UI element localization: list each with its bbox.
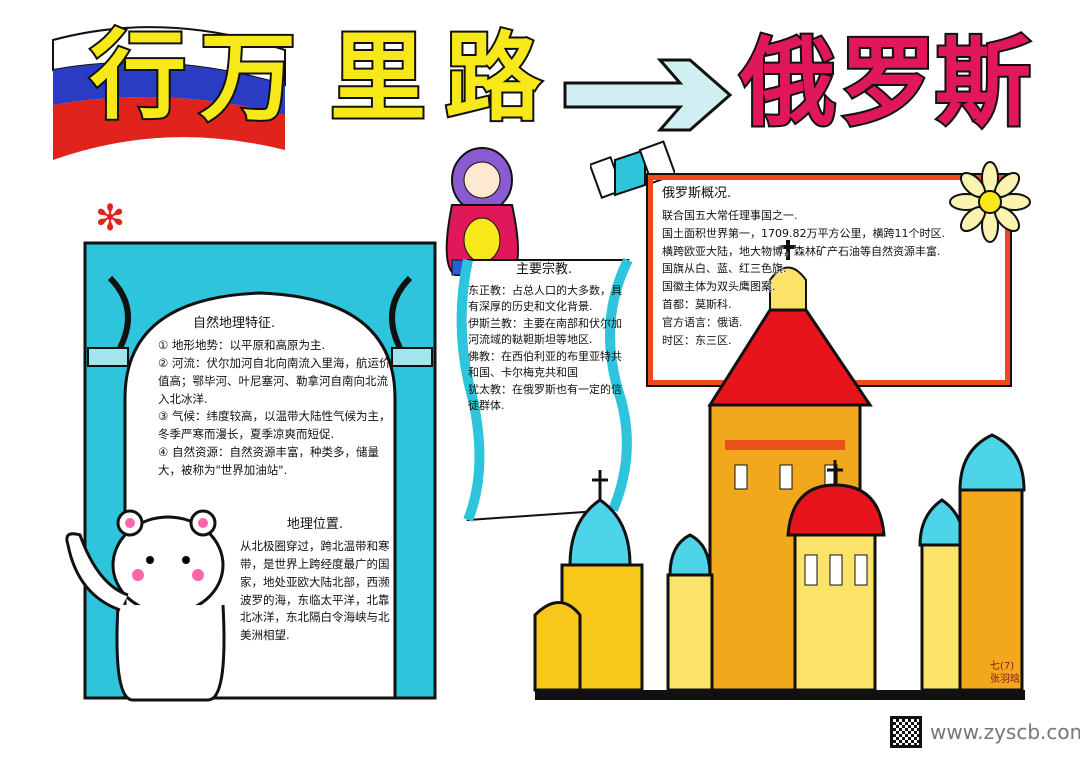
signature-name: 张羽晗 xyxy=(990,674,1020,685)
religion-item: 伊斯兰教：主要在南部和伏尔加河流域的鞑靼斯坦等地区. xyxy=(468,316,622,347)
location-body: 从北极圈穿过，跨北温带和寒带，是世界上跨经度最广的国家，地处亚欧大陆北部，西濒波… xyxy=(240,539,390,643)
overview-section: 俄罗斯概况. 联合国五大常任理事国之一. 国土面积世界第一，1709.82万平方… xyxy=(662,183,1002,350)
geo-item: ① 地形地势：以平原和高原为主. xyxy=(158,338,326,353)
title-char: 行 xyxy=(88,20,188,132)
overview-line: 联合国五大常任理事国之一. xyxy=(662,209,798,223)
religion-name: 犹太教 xyxy=(468,382,501,396)
religion-section: 主要宗教. 东正教：占总人口的大多数，具有深厚的历史和文化背景. 伊斯兰教：主要… xyxy=(468,260,628,415)
natural-geography-heading: 自然地理特征. xyxy=(193,316,276,331)
daisy-icon xyxy=(949,161,1031,243)
title-char: 罗 xyxy=(838,27,938,139)
religion-item: 犹太教：在俄罗斯也有一定的信徒群体. xyxy=(468,382,622,413)
religion-item: 东正教：占总人口的大多数，具有深厚的历史和文化背景. xyxy=(468,283,622,314)
overview-line: 国旗从白、蓝、红三色旗. xyxy=(662,262,787,276)
qr-code-icon xyxy=(890,716,922,748)
religion-name: 佛教 xyxy=(468,349,490,363)
religion-heading: 主要宗教. xyxy=(516,262,573,277)
accordion-illustration xyxy=(590,140,675,199)
title-char: 斯 xyxy=(933,27,1033,139)
title-char: 万 xyxy=(198,22,298,134)
religion-text: 主要在南部和伏尔加河流域的鞑靼斯坦等地区. xyxy=(468,316,622,347)
title-char: 里 xyxy=(328,22,428,134)
flower-icon: ✻ xyxy=(95,198,126,239)
cathedral-illustration xyxy=(533,240,1026,700)
religion-text: 在俄罗斯也有一定的信徒群体. xyxy=(468,382,622,413)
religion-name: 东正教 xyxy=(468,283,501,297)
overview-line: 首都：莫斯科. xyxy=(662,298,732,312)
overview-line: 官方语言：俄语. xyxy=(662,315,743,329)
polar-bear-illustration xyxy=(65,509,226,702)
overview-line: 横跨欧亚大陆，地大物博，森林矿产石油等自然资源丰富. xyxy=(662,244,941,258)
overview-line: 国土面积世界第一，1709.82万平方公里，横跨11个时区. xyxy=(662,226,945,240)
title-char: 路 xyxy=(443,22,543,134)
religion-item: 佛教：在西伯利亚的布里亚特共和国、卡尔梅克共和国 xyxy=(468,349,622,380)
signature-class: 七(7) xyxy=(990,661,1015,672)
arrow-icon xyxy=(563,58,733,132)
location-section: 地理位置. 从北极圈穿过，跨北温带和寒带，是世界上跨经度最广的国家，地处亚欧大陆… xyxy=(240,515,390,645)
signature: 七(7) 张羽晗 xyxy=(990,660,1020,686)
watermark: www.zyscb.com xyxy=(930,720,1080,744)
overview-heading: 俄罗斯概况. xyxy=(662,186,732,201)
location-heading: 地理位置. xyxy=(286,517,344,532)
overview-line: 国徽主体为双头鹰图案. xyxy=(662,280,776,294)
geo-item: ② 河流：伏尔加河自北向南流入里海，航运价值高；鄂毕河、叶尼塞河、勒拿河自南向北… xyxy=(158,355,391,406)
religion-text: 占总人口的大多数，具有深厚的历史和文化背景. xyxy=(468,283,622,314)
title-char: 俄 xyxy=(738,27,838,139)
overview-line: 时区：东三区. xyxy=(662,333,732,347)
natural-geography-section: 自然地理特征. ① 地形地势：以平原和高原为主. ② 河流：伏尔加河自北向南流入… xyxy=(158,314,393,480)
geo-item: ③ 气候：纬度较高，以温带大陆性气候为主，冬季严寒而漫长，夏季凉爽而短促. xyxy=(158,409,391,442)
religion-scroll xyxy=(456,257,633,522)
religion-name: 伊斯兰教 xyxy=(468,316,512,330)
religion-text: 在西伯利亚的布里亚特共和国、卡尔梅克共和国 xyxy=(468,349,622,380)
russian-flag-banner xyxy=(52,26,286,160)
geo-item: ④ 自然资源：自然资源丰富，种类多，储量大，被称为"世界加油站". xyxy=(158,445,379,477)
